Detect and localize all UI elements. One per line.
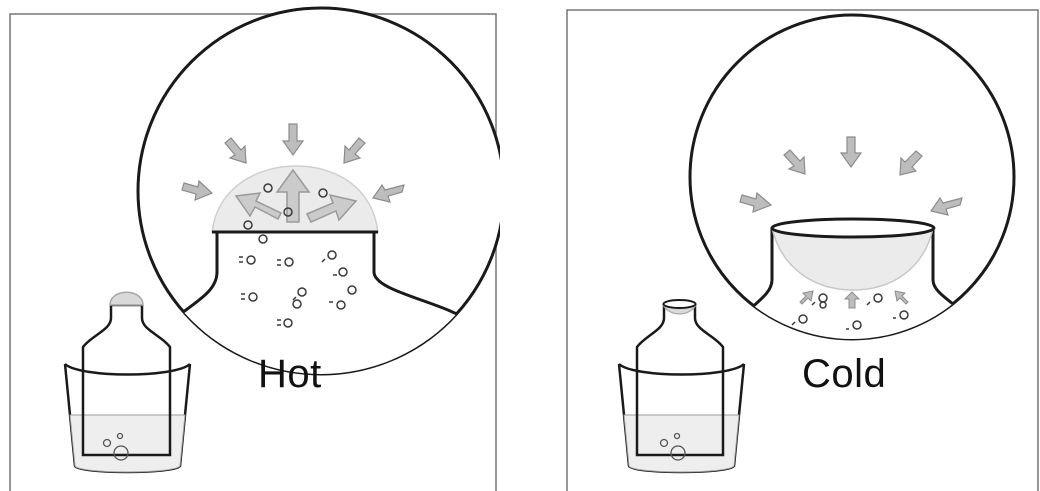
beaker-setup [65, 292, 190, 472]
cold-caption: Cold [802, 352, 886, 397]
bottle-rim [772, 219, 934, 237]
cold-illustration [560, 0, 1040, 491]
hot-caption: Hot [258, 352, 322, 397]
bottle-bubble [110, 292, 143, 305]
hot-illustration [0, 0, 500, 491]
water [70, 415, 185, 472]
hot-panel: Hot [0, 0, 500, 491]
magnified-view [138, 8, 500, 400]
beaker-setup [619, 300, 744, 472]
magnified-view [690, 15, 1014, 400]
cold-panel: Cold [560, 0, 1040, 491]
